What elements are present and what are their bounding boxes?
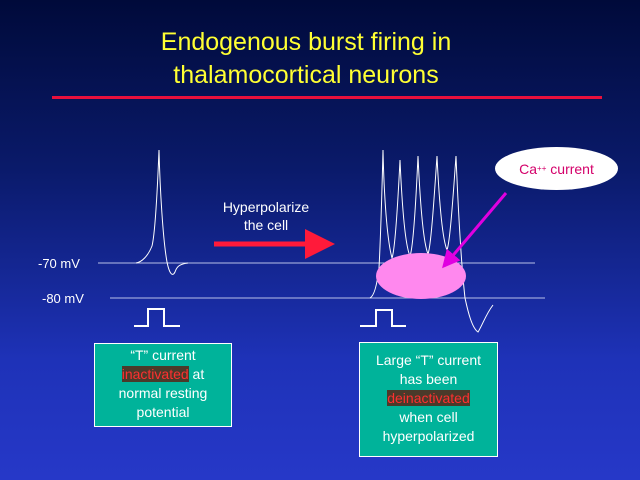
t-current-deinactivated-box: Large “T” current has been deinactivated… xyxy=(359,342,498,457)
title-line-2: thalamocortical neurons xyxy=(173,61,439,89)
label-minus-70-mv: -70 mV xyxy=(38,256,80,271)
box-right-line-2: has been xyxy=(399,371,458,387)
hyperpolarize-line-1: Hyperpolarize xyxy=(222,199,310,215)
title-line-1: Endogenous burst firing in xyxy=(160,28,452,56)
ca-current-region xyxy=(376,253,466,299)
hyperpolarize-label: Hyperpolarize the cell xyxy=(196,198,336,234)
current-step-left xyxy=(134,308,180,327)
inactivated-highlight: inactivated xyxy=(121,366,189,382)
deinactivated-highlight: deinactivated xyxy=(387,390,470,406)
slide-title: Endogenous burst firing in thalamocortic… xyxy=(0,26,612,92)
ca-current-bubble: Ca++ current xyxy=(495,147,618,190)
box-left-line-1: “T” current xyxy=(130,347,196,363)
current-step-right xyxy=(360,309,406,327)
label-minus-80-mv: -80 mV xyxy=(42,291,84,306)
box-left-line-2-tail: at xyxy=(188,366,205,382)
box-left-line-3: normal resting xyxy=(118,385,208,401)
ca-label-tail: current xyxy=(546,160,594,177)
box-right-line-4: when cell xyxy=(399,409,458,425)
box-right-line-5: hyperpolarized xyxy=(382,428,475,444)
box-right-line-1: Large “T” current xyxy=(375,352,482,368)
box-left-line-2: inactivated at xyxy=(95,365,231,384)
single-spike-trace xyxy=(135,149,189,275)
ca-label-main: Ca xyxy=(519,160,538,177)
ca-label-sup: ++ xyxy=(537,164,547,173)
ca-pointer-arrow xyxy=(442,192,508,269)
box-right-line-3: deinactivated xyxy=(360,389,497,408)
title-underline xyxy=(52,96,602,99)
t-current-inactivated-box: “T” current inactivated at normal restin… xyxy=(94,343,232,427)
box-left-line-4: potential xyxy=(136,404,190,420)
burst-trace xyxy=(369,149,494,333)
hyperpolarize-line-2: the cell xyxy=(243,217,289,233)
